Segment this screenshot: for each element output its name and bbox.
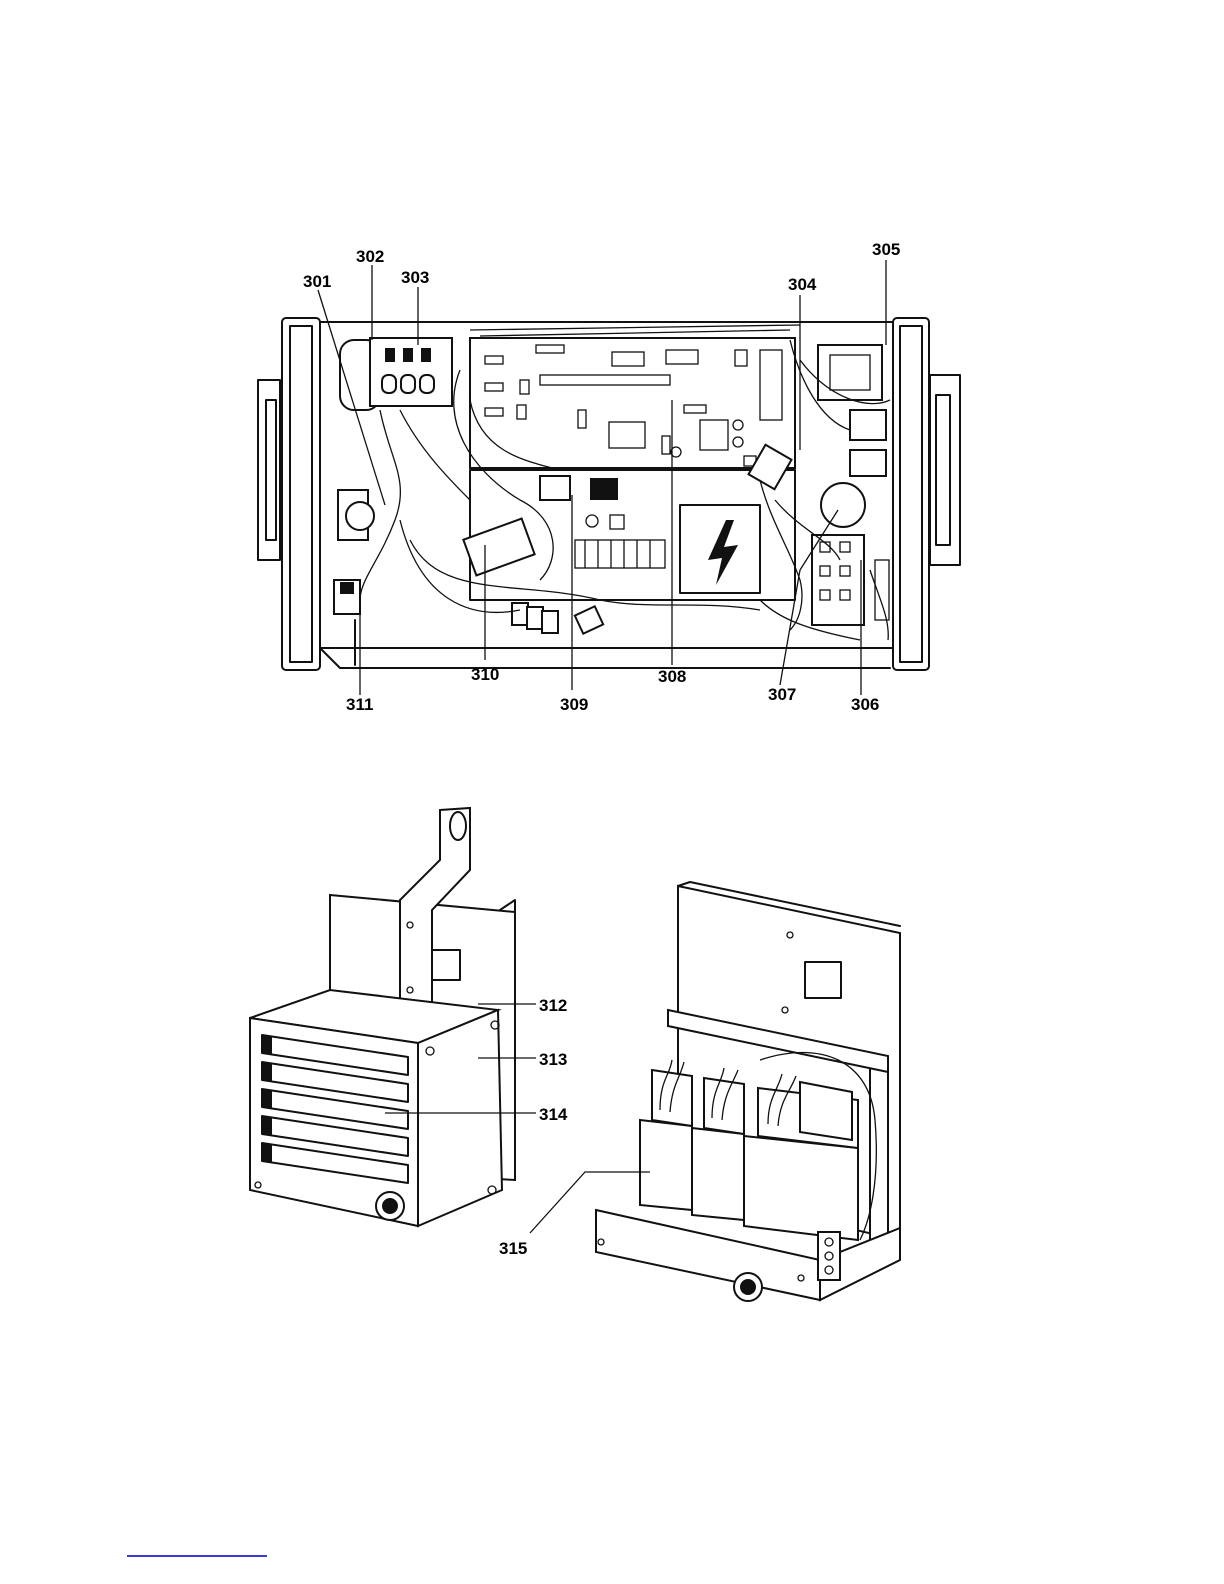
callout-304: 304 <box>788 275 817 294</box>
callout-305: 305 <box>872 240 900 259</box>
callout-310: 310 <box>471 665 499 684</box>
footer-rule <box>127 1555 267 1557</box>
callout-307: 307 <box>768 685 796 704</box>
callout-314: 314 <box>539 1105 568 1124</box>
callout-309: 309 <box>560 695 588 714</box>
transformer-assembly <box>596 882 900 1301</box>
callout-302: 302 <box>356 247 384 266</box>
transformer-housing <box>250 808 515 1226</box>
chassis-top-view <box>258 260 960 695</box>
callout-306: 306 <box>851 695 879 714</box>
callout-315: 315 <box>499 1239 527 1258</box>
callout-313: 313 <box>539 1050 567 1069</box>
callout-308: 308 <box>658 667 686 686</box>
callout-311: 311 <box>346 695 373 714</box>
callout-303: 303 <box>401 268 429 287</box>
callout-301: 301 <box>303 272 331 291</box>
callout-312: 312 <box>539 996 567 1015</box>
